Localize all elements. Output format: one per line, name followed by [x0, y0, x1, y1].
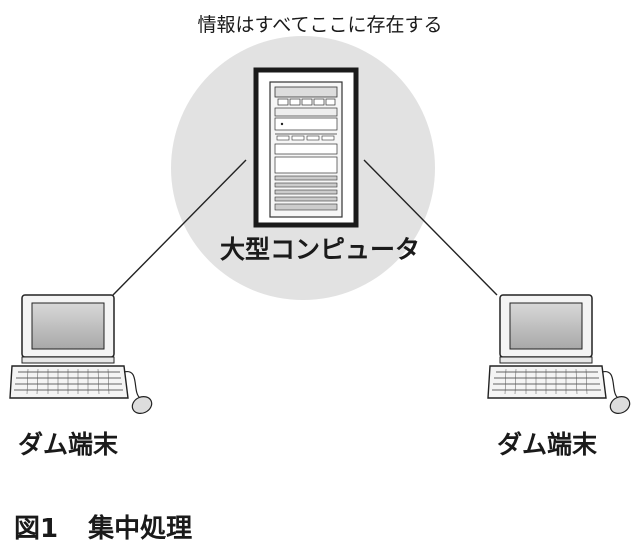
central-info-caption: 情報はすべてここに存在する	[197, 14, 443, 36]
terminal-right-label: ダム端末	[497, 430, 598, 459]
dumb-terminal-left-icon	[9, 294, 153, 414]
figure-caption: 図1 集中処理	[14, 508, 192, 545]
mainframe-label: 大型コンピュータ	[219, 235, 420, 264]
mainframe-icon	[253, 67, 359, 228]
connection-line-right	[363, 159, 498, 296]
figure-title: 集中処理	[88, 514, 193, 544]
figure-number: 図1	[14, 514, 59, 544]
terminal-left-label: ダム端末	[18, 430, 119, 459]
connection-line-left	[112, 159, 247, 296]
dumb-terminal-right-icon	[487, 294, 631, 414]
